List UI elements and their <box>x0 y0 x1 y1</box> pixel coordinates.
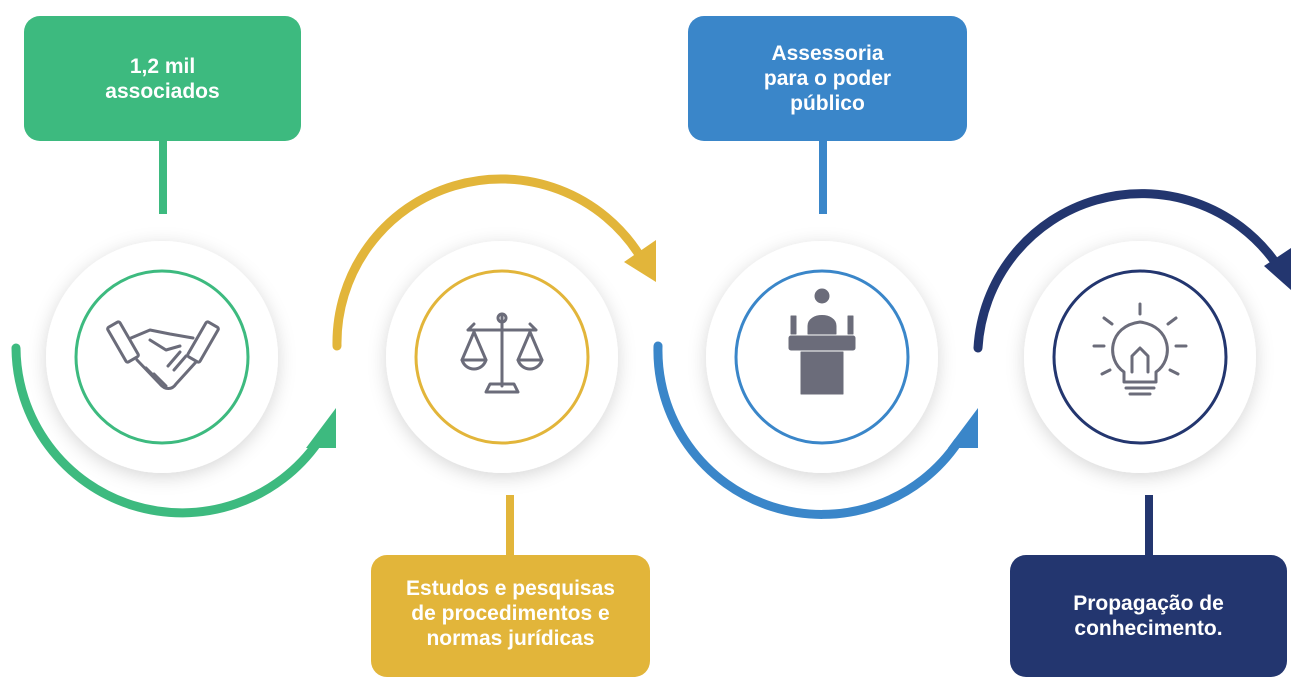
step-label-3: Assessoria para o poder público <box>763 42 892 115</box>
step-card-2: Estudos e pesquisas de procedimentos e n… <box>371 555 650 677</box>
arrowhead-3-icon <box>948 408 978 448</box>
arc-arrow-1 <box>11 343 323 518</box>
arc-arrow-4 <box>973 189 1280 353</box>
arrowhead-4-icon <box>1264 248 1291 290</box>
connector-line-3 <box>819 140 827 214</box>
arc-arrow-2 <box>332 174 645 351</box>
step-label-2: Estudos e pesquisas de procedimentos e n… <box>406 577 615 650</box>
arc-arrow-3 <box>653 341 963 519</box>
step-circle-4 <box>1024 241 1256 473</box>
connector-line-1 <box>159 140 167 214</box>
step-label-1: 1,2 mil associados <box>105 54 220 103</box>
arrowhead-1-icon <box>306 408 336 448</box>
step-card-3: Assessoria para o poder público <box>688 16 967 141</box>
step-circle-1 <box>46 241 278 473</box>
handshake-icon <box>106 320 220 390</box>
podium-speaker-icon <box>788 288 856 395</box>
step-card-4: Propagação de conhecimento. <box>1010 555 1287 677</box>
connector-line-4 <box>1145 495 1153 555</box>
lightbulb-icon <box>1092 302 1188 396</box>
connector-line-2 <box>506 495 514 555</box>
scales-icon <box>460 312 544 394</box>
arrowhead-2-icon <box>624 240 656 282</box>
step-label-4: Propagação de conhecimento. <box>1073 592 1224 640</box>
step-card-1: 1,2 mil associados <box>24 16 301 141</box>
